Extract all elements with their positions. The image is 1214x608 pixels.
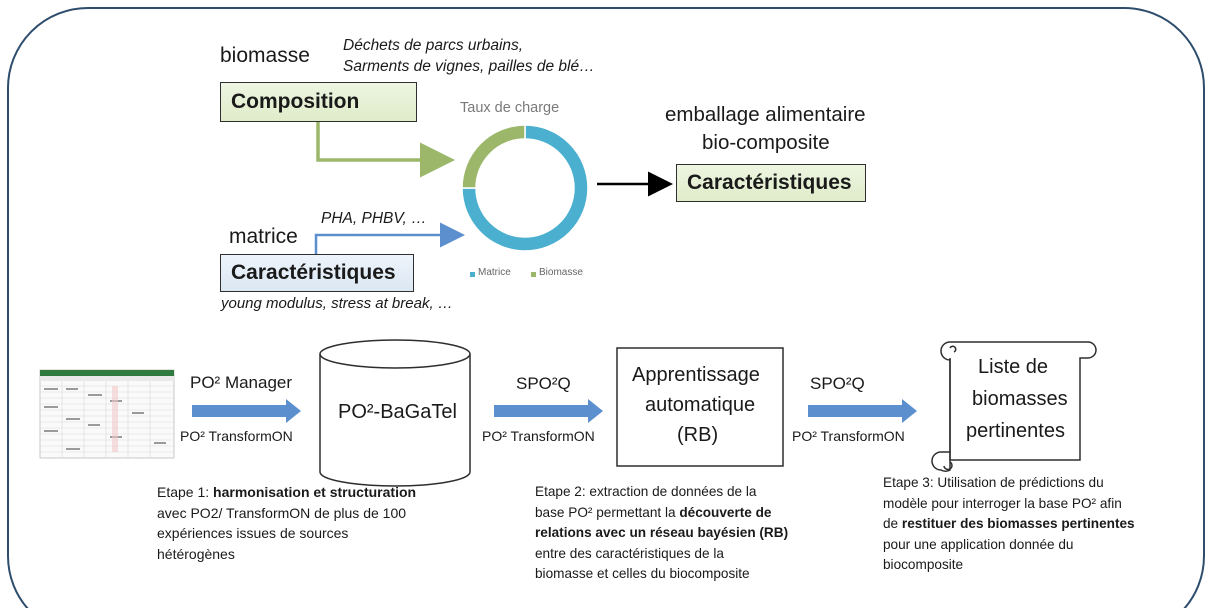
donut-slice-matrice (461, 124, 589, 252)
arrow1-bottom-label: PO² TransformON (180, 428, 293, 444)
step3-line1: Etape 3: Utilisation de prédictions du (883, 475, 1104, 490)
arrow2-bottom-label: PO² TransformON (482, 428, 595, 444)
composition-label: Composition (231, 90, 360, 113)
matrice-properties: young modulus, stress at break, … (221, 295, 453, 312)
composition-box: Composition (220, 82, 417, 122)
spreadsheet-image (39, 369, 175, 459)
step3-caption: Etape 3: Utilisation de prédictions du m… (883, 473, 1135, 576)
legend-biomasse: Biomasse (539, 267, 583, 278)
composition-connector (316, 122, 455, 178)
scroll-line3: pertinentes (966, 420, 1065, 442)
step1-line1b: harmonisation et structuration (213, 484, 417, 500)
legend-swatch-biomasse (531, 272, 536, 277)
step3-line4: pour une application donnée du (883, 536, 1074, 552)
step3-line5: biocomposite (883, 557, 964, 572)
step2-line2a: base PO² permettant la (535, 504, 680, 520)
ml-line1: Apprentissage (632, 364, 760, 386)
outer-border (7, 7, 1205, 608)
step1-line2: avec PO2/ TransformON de plus de 100 (157, 504, 407, 521)
step2-line1: Etape 2: extraction de données de la (535, 484, 757, 499)
arrow3-bottom-label: PO² TransformON (792, 428, 905, 444)
scroll-line2: biomasses (972, 388, 1068, 410)
output-title-line1: emballage alimentaire (665, 103, 866, 126)
database-label: PO²-BaGaTel (338, 401, 457, 423)
step1-line1a: Etape 1: (157, 484, 214, 500)
pipeline-arrow-2 (494, 399, 603, 423)
matrice-examples: PHA, PHBV, … (321, 210, 427, 227)
step3-line3a: de (883, 516, 902, 531)
arrow3-top-label: SPO²Q (810, 374, 865, 393)
output-title-line2: bio-composite (702, 131, 830, 154)
legend-matrice: Matrice (478, 267, 511, 278)
step3-line3b: restituer des biomasses pertinentes (901, 516, 1135, 531)
matrice-characteristics-label: Caractéristiques (231, 261, 396, 284)
scroll-shape (931, 341, 1097, 472)
database-cylinder (319, 339, 471, 487)
scroll-line1: Liste de (978, 356, 1049, 378)
step1-line4: hétérogènes (157, 545, 235, 562)
step2-line2b: découverte de (679, 504, 772, 520)
step1-caption: Etape 1: harmonisation et structuration … (157, 482, 416, 564)
step2-caption: Etape 2: extraction de données de la bas… (535, 482, 788, 585)
pipeline-arrow-3 (808, 399, 917, 423)
matrice-characteristics-box: Caractéristiques (220, 254, 414, 292)
biomasse-examples-line1: Déchets de parcs urbains, (343, 37, 524, 54)
biomasse-label: biomasse (220, 44, 310, 67)
arrow2-top-label: SPO²Q (516, 374, 571, 393)
step2-line4: entre des caractéristiques de la (535, 545, 724, 561)
pipeline-arrow-1 (192, 399, 301, 423)
matrice-connector (314, 222, 465, 254)
ml-box (616, 347, 784, 467)
legend-swatch-matrice (470, 272, 475, 277)
arrow1-top-label: PO² Manager (190, 373, 293, 392)
output-characteristics-box: Caractéristiques (676, 164, 866, 202)
step2-line3: relations avec un réseau bayésien (RB) (535, 525, 789, 540)
ml-line2: automatique (645, 394, 756, 416)
ml-line3: (RB) (677, 424, 719, 446)
matrice-label: matrice (229, 225, 298, 248)
step1-line3: expériences issues de sources (157, 525, 349, 541)
donut-slice-biomasse (461, 124, 526, 189)
donut-chart (461, 124, 589, 252)
step2-line5: biomasse et celles du biocomposite (535, 566, 750, 581)
output-characteristics-label: Caractéristiques (687, 171, 852, 194)
step3-line2: modèle pour interroger la base PO² afin (883, 495, 1122, 511)
biomasse-examples-line2: Sarments de vignes, pailles de blé… (343, 58, 595, 75)
donut-title: Taux de charge (460, 100, 560, 116)
